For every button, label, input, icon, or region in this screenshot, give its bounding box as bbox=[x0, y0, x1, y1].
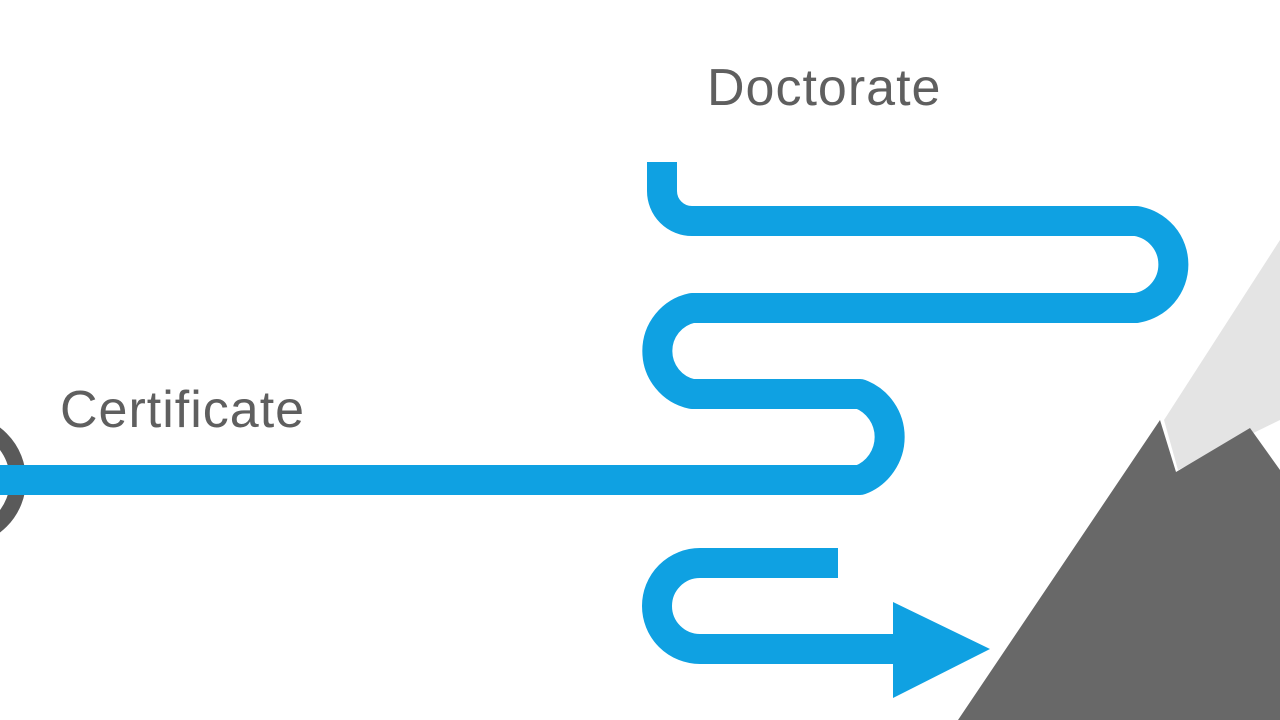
winding-path bbox=[0, 162, 1189, 495]
mountain-icon bbox=[958, 420, 1280, 720]
label-doctorate: Doctorate bbox=[707, 59, 942, 117]
arrow-right-icon bbox=[893, 602, 990, 698]
mountain-light-peak bbox=[1164, 240, 1280, 470]
lower-path-segment bbox=[642, 548, 912, 664]
label-certificate: Certificate bbox=[60, 381, 306, 439]
